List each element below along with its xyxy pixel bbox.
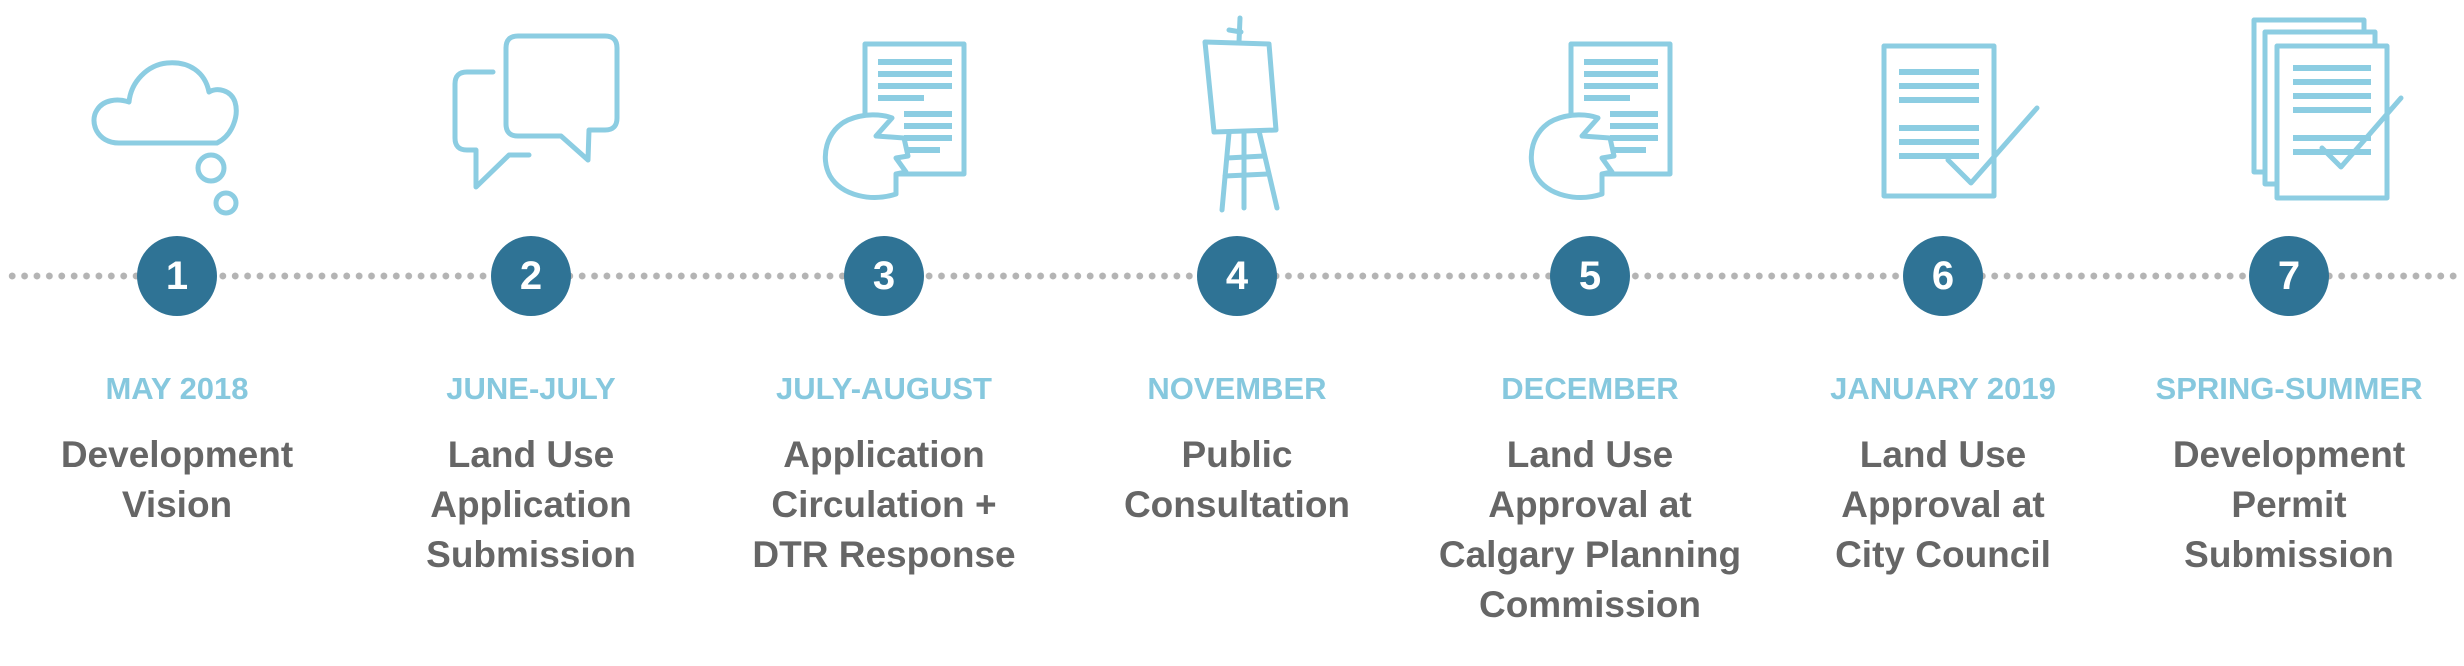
speech-bubbles-icon xyxy=(411,10,651,220)
timeline-step-2: 2 JUNE-JULY Land Use Application Submiss… xyxy=(361,0,701,666)
timeline-step-6: 6 JANUARY 2019 Land Use Approval at City… xyxy=(1773,0,2113,666)
step-number-badge: 2 xyxy=(491,236,571,316)
hand-document-icon xyxy=(764,10,1004,220)
timeline-step-7: 7 SPRING-SUMMER Development Permit Submi… xyxy=(2119,0,2459,666)
step-date: NOVEMBER xyxy=(1147,371,1327,406)
step-number-badge: 7 xyxy=(2249,236,2329,316)
easel-icon xyxy=(1117,10,1357,220)
document-check-icon xyxy=(1823,10,2063,220)
step-label: Development Vision xyxy=(60,434,294,525)
step-label: Land Use Approval at Calgary Planning Co… xyxy=(1438,434,1742,625)
timeline-step-1: 1 MAY 2018 Development Vision xyxy=(7,0,347,666)
step-date: MAY 2018 xyxy=(105,371,249,406)
step-date: DECEMBER xyxy=(1501,371,1679,406)
step-date: JUNE-JULY xyxy=(446,371,616,406)
step-label: Land Use Application Submission xyxy=(426,434,636,575)
thought-cloud-icon xyxy=(57,10,297,220)
timeline-step-4: 4 NOVEMBER Public Consultation xyxy=(1067,0,1407,666)
step-date: JULY-AUGUST xyxy=(776,371,992,406)
step-date: JANUARY 2019 xyxy=(1830,371,2056,406)
step-number-badge: 1 xyxy=(137,236,217,316)
step-label: Land Use Approval at City Council xyxy=(1835,434,2051,575)
documents-check-icon xyxy=(2169,10,2409,220)
step-number-badge: 4 xyxy=(1197,236,1277,316)
hand-document-icon xyxy=(1470,10,1710,220)
step-date: SPRING-SUMMER xyxy=(2155,371,2423,406)
step-label: Application Circulation + DTR Response xyxy=(752,434,1016,575)
step-label: Public Consultation xyxy=(1123,434,1351,525)
timeline-step-3: 3 JULY-AUGUST Application Circulation + … xyxy=(714,0,1054,666)
step-number-badge: 6 xyxy=(1903,236,1983,316)
step-number-badge: 3 xyxy=(844,236,924,316)
step-label: Development Permit Submission xyxy=(2172,434,2406,575)
step-number-badge: 5 xyxy=(1550,236,1630,316)
timeline-step-5: 5 DECEMBER Land Use Approval at Calgary … xyxy=(1420,0,1760,666)
